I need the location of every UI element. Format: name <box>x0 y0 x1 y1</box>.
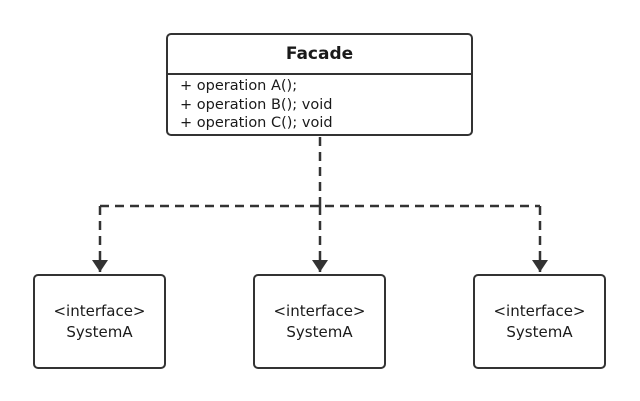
subsystem-box-2[interactable]: <interface> SystemA <box>253 274 386 369</box>
subsystem-box-3[interactable]: <interface> SystemA <box>473 274 606 369</box>
operation-c: + operation C(); void <box>180 115 333 131</box>
facade-operations: + operation A(); + operation B(); void +… <box>168 75 471 133</box>
subsystem-stereotype: <interface> <box>493 301 586 320</box>
subsystem-name: SystemA <box>66 322 133 341</box>
subsystem-name: SystemA <box>286 322 353 341</box>
operation-a: + operation A(); <box>180 78 298 94</box>
subsystem-box-1[interactable]: <interface> SystemA <box>33 274 166 369</box>
operation-b: + operation B(); void <box>180 96 333 113</box>
facade-class-box[interactable]: Facade + operation A(); + operation B();… <box>166 33 473 136</box>
subsystem-stereotype: <interface> <box>273 301 366 320</box>
subsystem-name: SystemA <box>506 322 573 341</box>
subsystem-stereotype: <interface> <box>53 301 146 320</box>
facade-class-name: Facade <box>168 35 471 75</box>
